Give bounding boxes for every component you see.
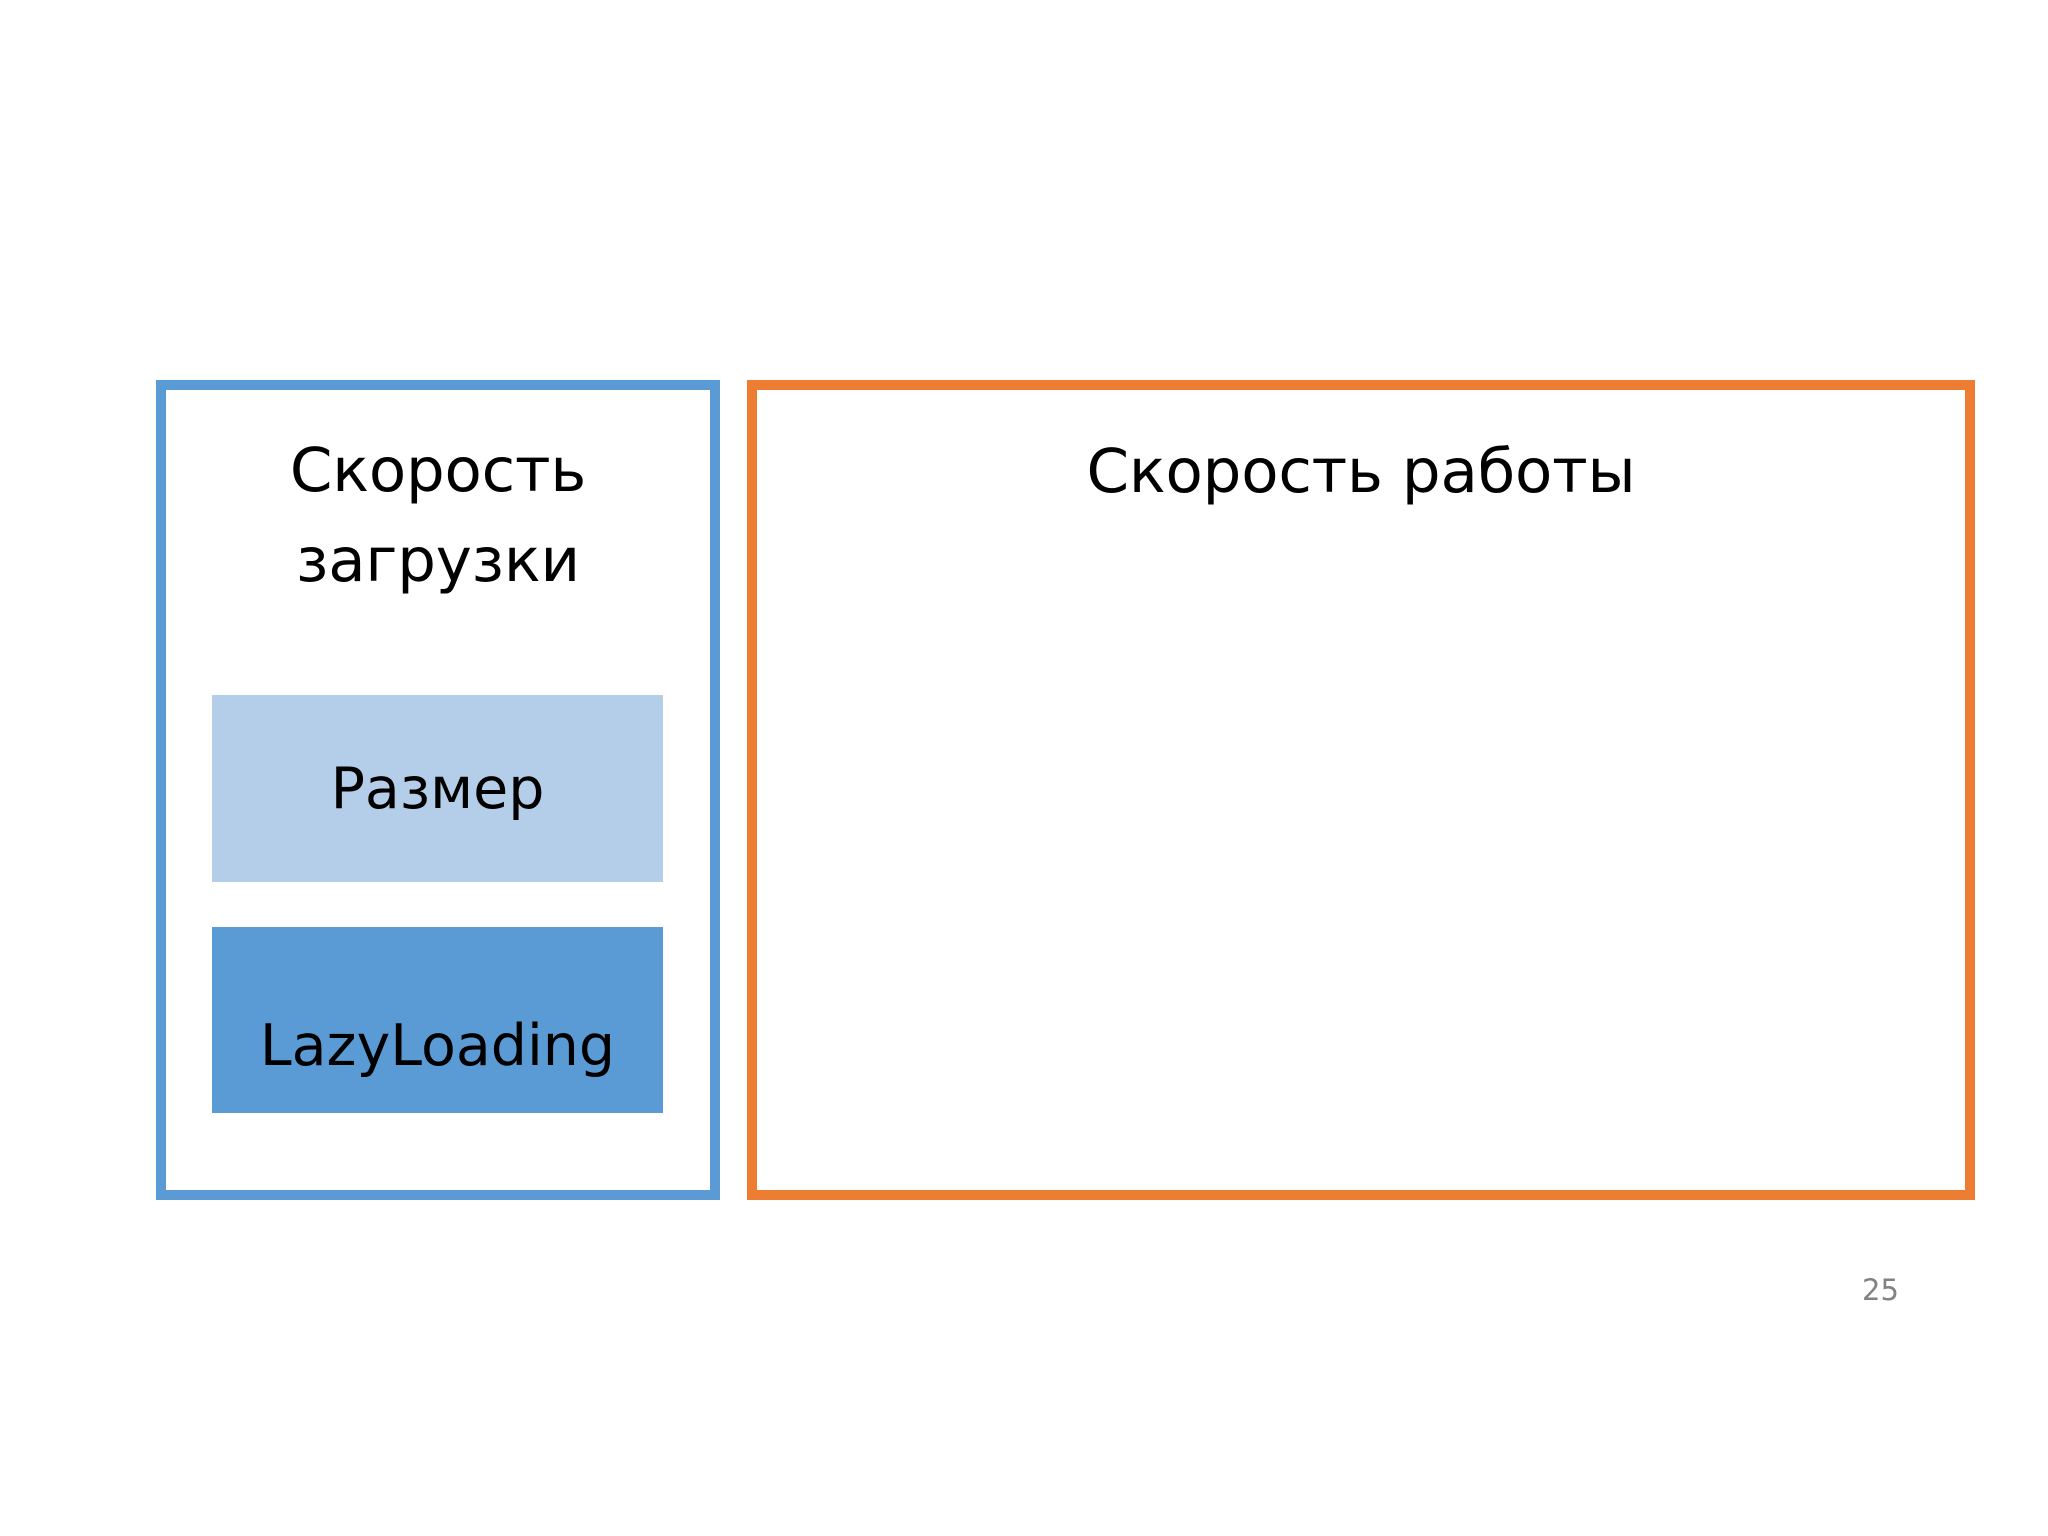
panel-runtime-speed[interactable]: Скорость работы bbox=[747, 380, 1975, 1200]
panel-loading-speed[interactable]: Скорость загрузки Размер LazyLoading bbox=[156, 380, 720, 1200]
item-lazyloading[interactable]: LazyLoading bbox=[212, 927, 663, 1113]
item-size[interactable]: Размер bbox=[212, 695, 663, 882]
item-size-label: Размер bbox=[330, 755, 545, 822]
item-lazyloading-label: LazyLoading bbox=[259, 1013, 616, 1079]
page-number: 25 bbox=[1862, 1273, 1899, 1307]
panel-runtime-speed-title: Скорость работы bbox=[1086, 436, 1636, 507]
panel-loading-speed-title: Скорость загрузки bbox=[289, 435, 587, 597]
